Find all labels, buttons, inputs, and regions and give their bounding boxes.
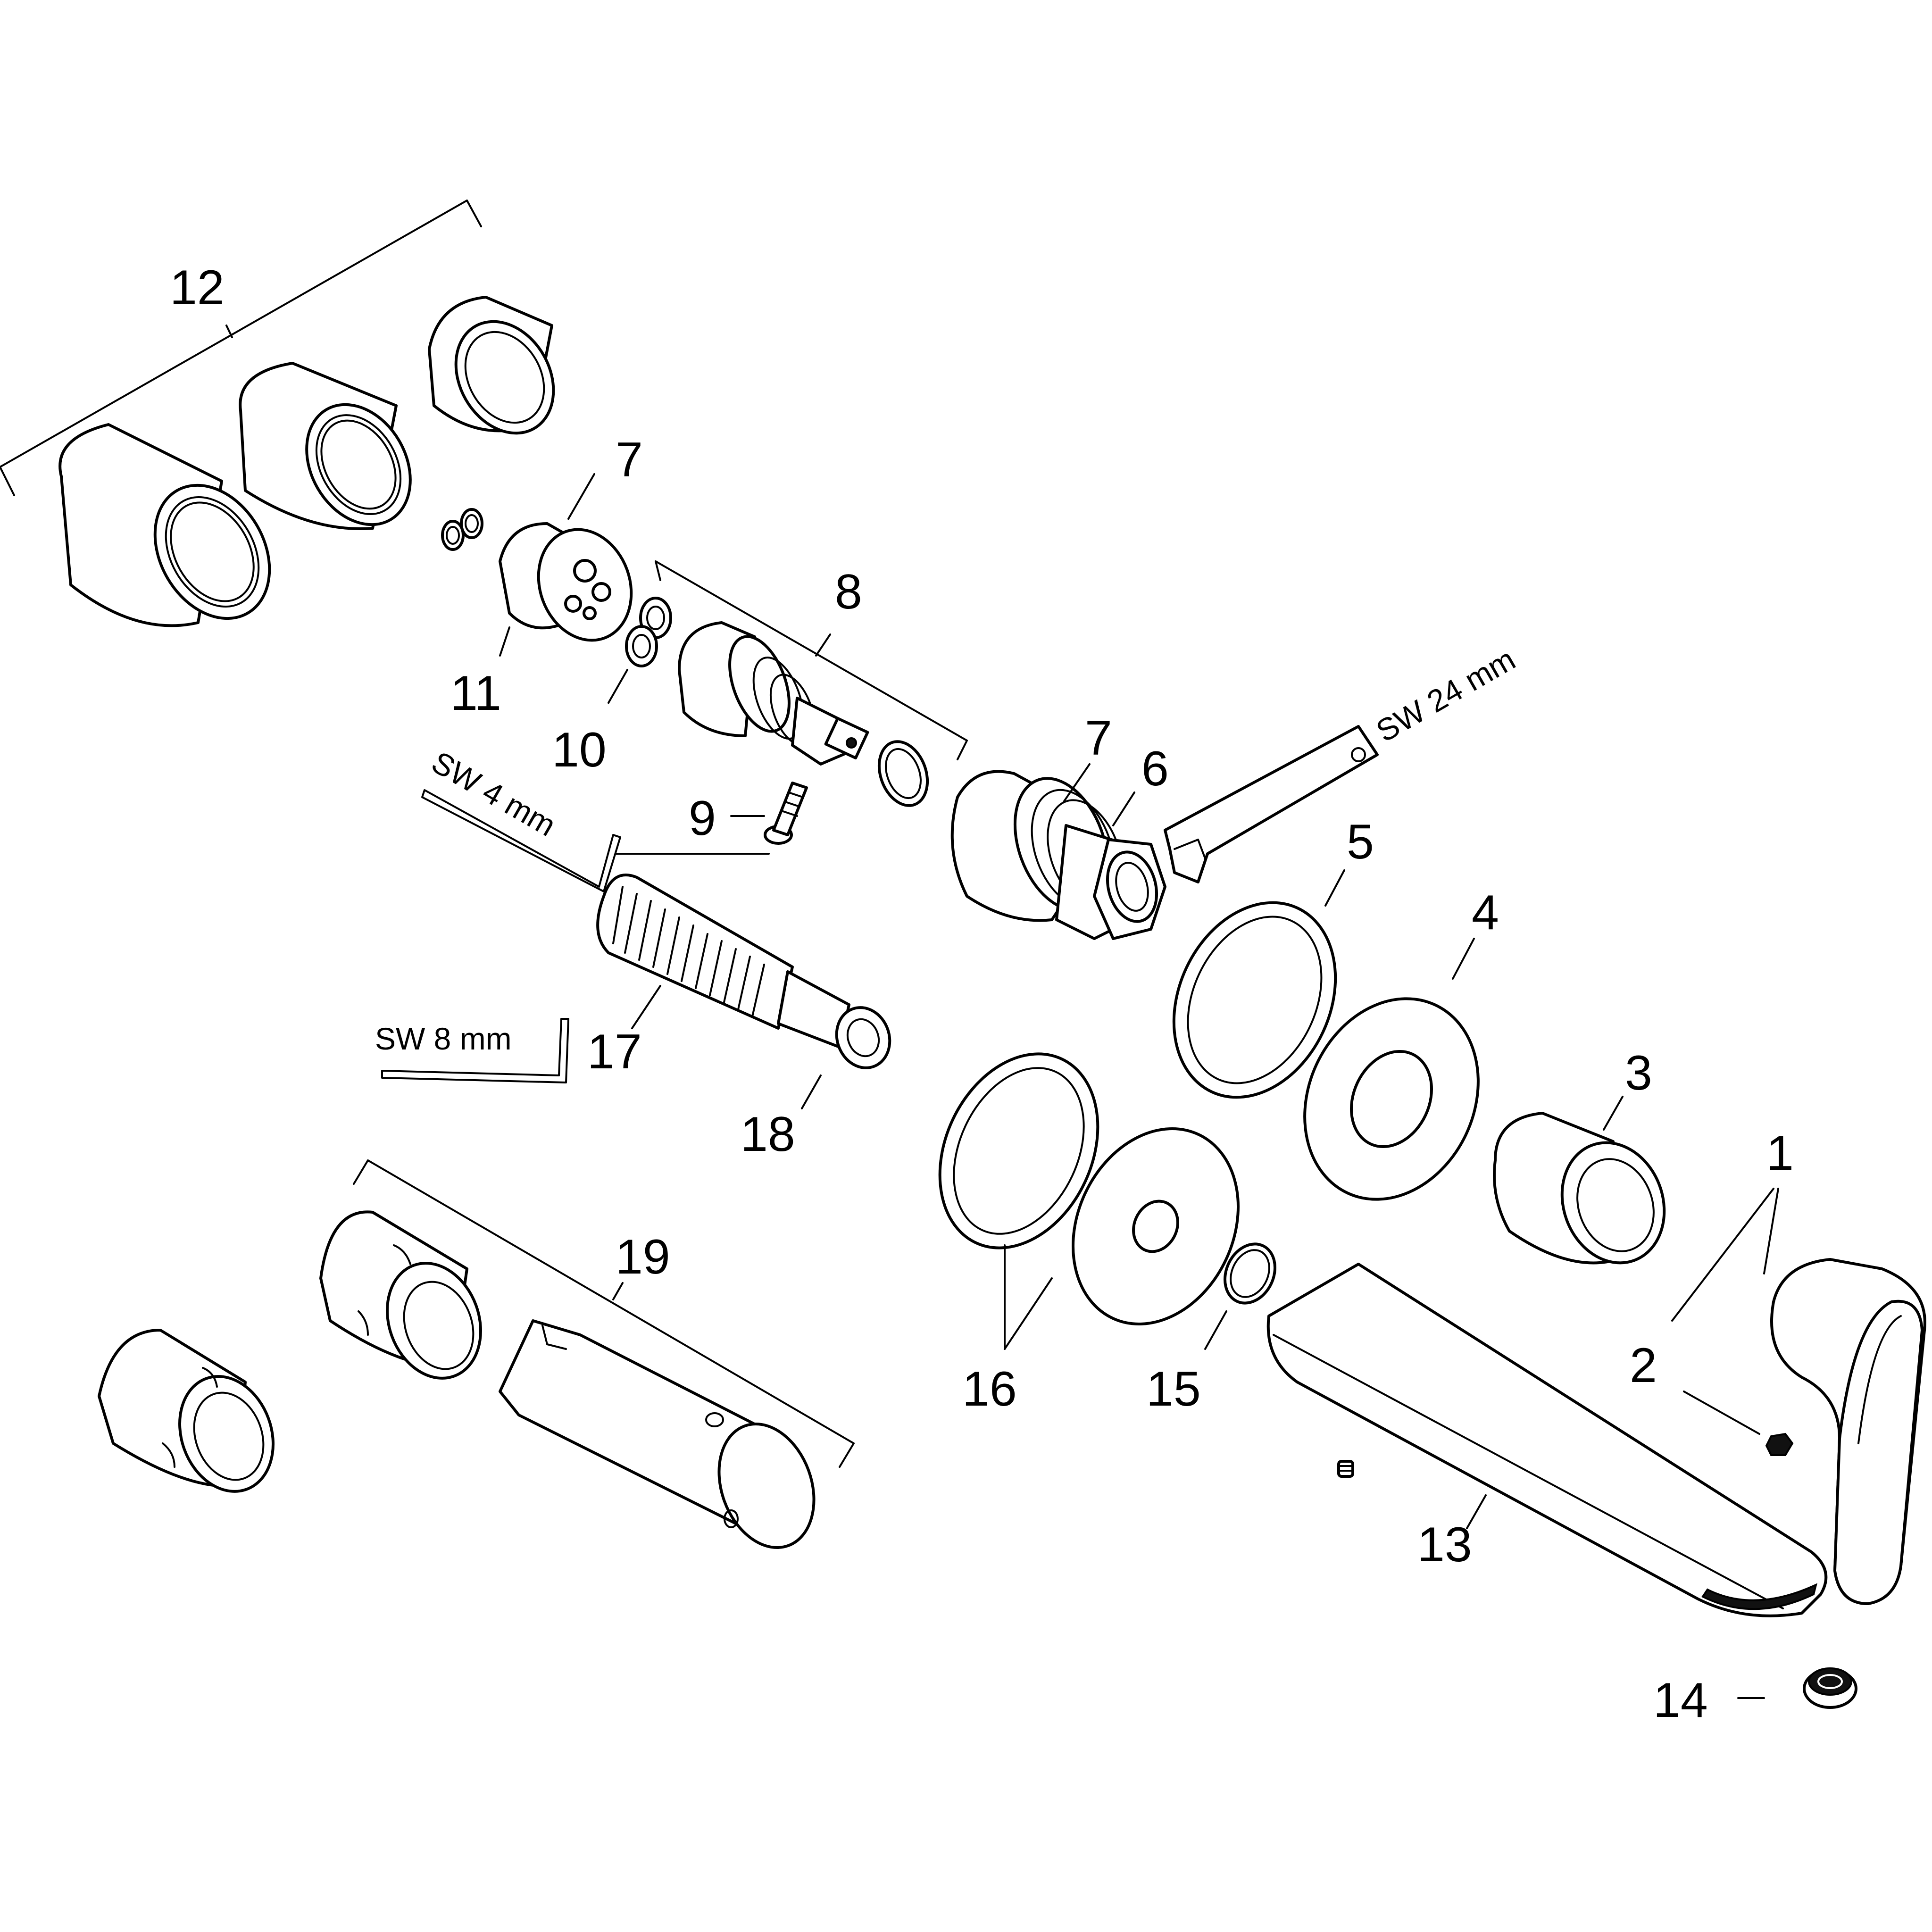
leader-8 <box>815 633 831 657</box>
part-8-cartridge <box>655 560 968 807</box>
leader-4 <box>1452 938 1475 980</box>
callout-9: 9 <box>689 791 716 846</box>
callout-3: 3 <box>1625 1046 1652 1100</box>
callout-15: 15 <box>1146 1362 1201 1416</box>
callout-8: 8 <box>835 565 862 619</box>
callout-13: 13 <box>1417 1517 1472 1572</box>
part-13-spout <box>1266 1263 1828 1617</box>
leader-2 <box>1683 1391 1760 1435</box>
part-14-aerator <box>1737 1667 1857 1709</box>
part-11-diverter-cartridge <box>441 473 633 657</box>
leader-1a <box>1763 1188 1779 1274</box>
bracket-19 <box>353 1159 855 1468</box>
callout-16: 16 <box>962 1362 1017 1416</box>
leader-1b <box>1671 1188 1774 1322</box>
leader-10 <box>608 669 628 704</box>
callout-18: 18 <box>741 1107 795 1162</box>
callout-10: 10 <box>552 723 607 777</box>
leader-13 <box>1466 1494 1487 1529</box>
part-16-cover-plate <box>938 1052 1240 1350</box>
part-9-screw <box>730 782 808 845</box>
wrench-24mm <box>1164 725 1379 883</box>
part-1-handle <box>1671 1188 1926 1605</box>
part-15-o-ring <box>1204 1242 1276 1350</box>
callout-19: 19 <box>616 1230 670 1284</box>
leader-15 <box>1204 1310 1227 1350</box>
part-19-tool-set <box>98 1159 855 1549</box>
part-5-gasket <box>1172 869 1345 1099</box>
leader-12 <box>225 325 233 338</box>
part-3-sleeve <box>1493 1096 1666 1265</box>
callout-7-body: 7 <box>1085 711 1112 766</box>
part-12-sleeve-set <box>0 200 555 627</box>
tool-label-sw24: SW 24 mm <box>1370 641 1521 749</box>
leader-19 <box>612 1282 624 1300</box>
leader-7b <box>1063 763 1091 803</box>
leader-7a <box>567 473 595 520</box>
part-17-extension <box>596 874 891 1109</box>
tool-label-sw8: SW 8 mm <box>375 1021 512 1056</box>
bracket-12 <box>0 200 482 496</box>
callout-2: 2 <box>1630 1338 1657 1393</box>
leader-16b <box>1004 1277 1053 1350</box>
callout-5: 5 <box>1347 815 1374 869</box>
callout-1: 1 <box>1766 1126 1794 1181</box>
hex-key-4mm <box>421 789 770 892</box>
part-4-rosette <box>1303 938 1480 1201</box>
callout-11: 11 <box>450 666 501 721</box>
leader-18 <box>801 1074 822 1109</box>
callout-labels: 1 2 3 4 5 6 7 7 8 9 10 11 12 13 14 15 16… <box>170 260 1794 1728</box>
part-10-double-seal <box>608 597 672 704</box>
callout-14: 14 <box>1653 1673 1708 1728</box>
bracket-8 <box>655 560 968 760</box>
callout-7-cartridge: 7 <box>616 433 643 487</box>
callout-17: 17 <box>587 1024 642 1079</box>
callout-12: 12 <box>170 260 225 315</box>
leader-6 <box>1112 791 1135 826</box>
hex-key-8mm <box>381 1018 569 1083</box>
callout-6: 6 <box>1141 741 1169 796</box>
leader-3 <box>1603 1096 1624 1131</box>
leader-17 <box>631 985 661 1029</box>
leader-5 <box>1324 869 1345 907</box>
leader-11 <box>499 626 510 657</box>
part-6-adapter <box>950 763 1166 940</box>
callout-4: 4 <box>1472 885 1499 940</box>
